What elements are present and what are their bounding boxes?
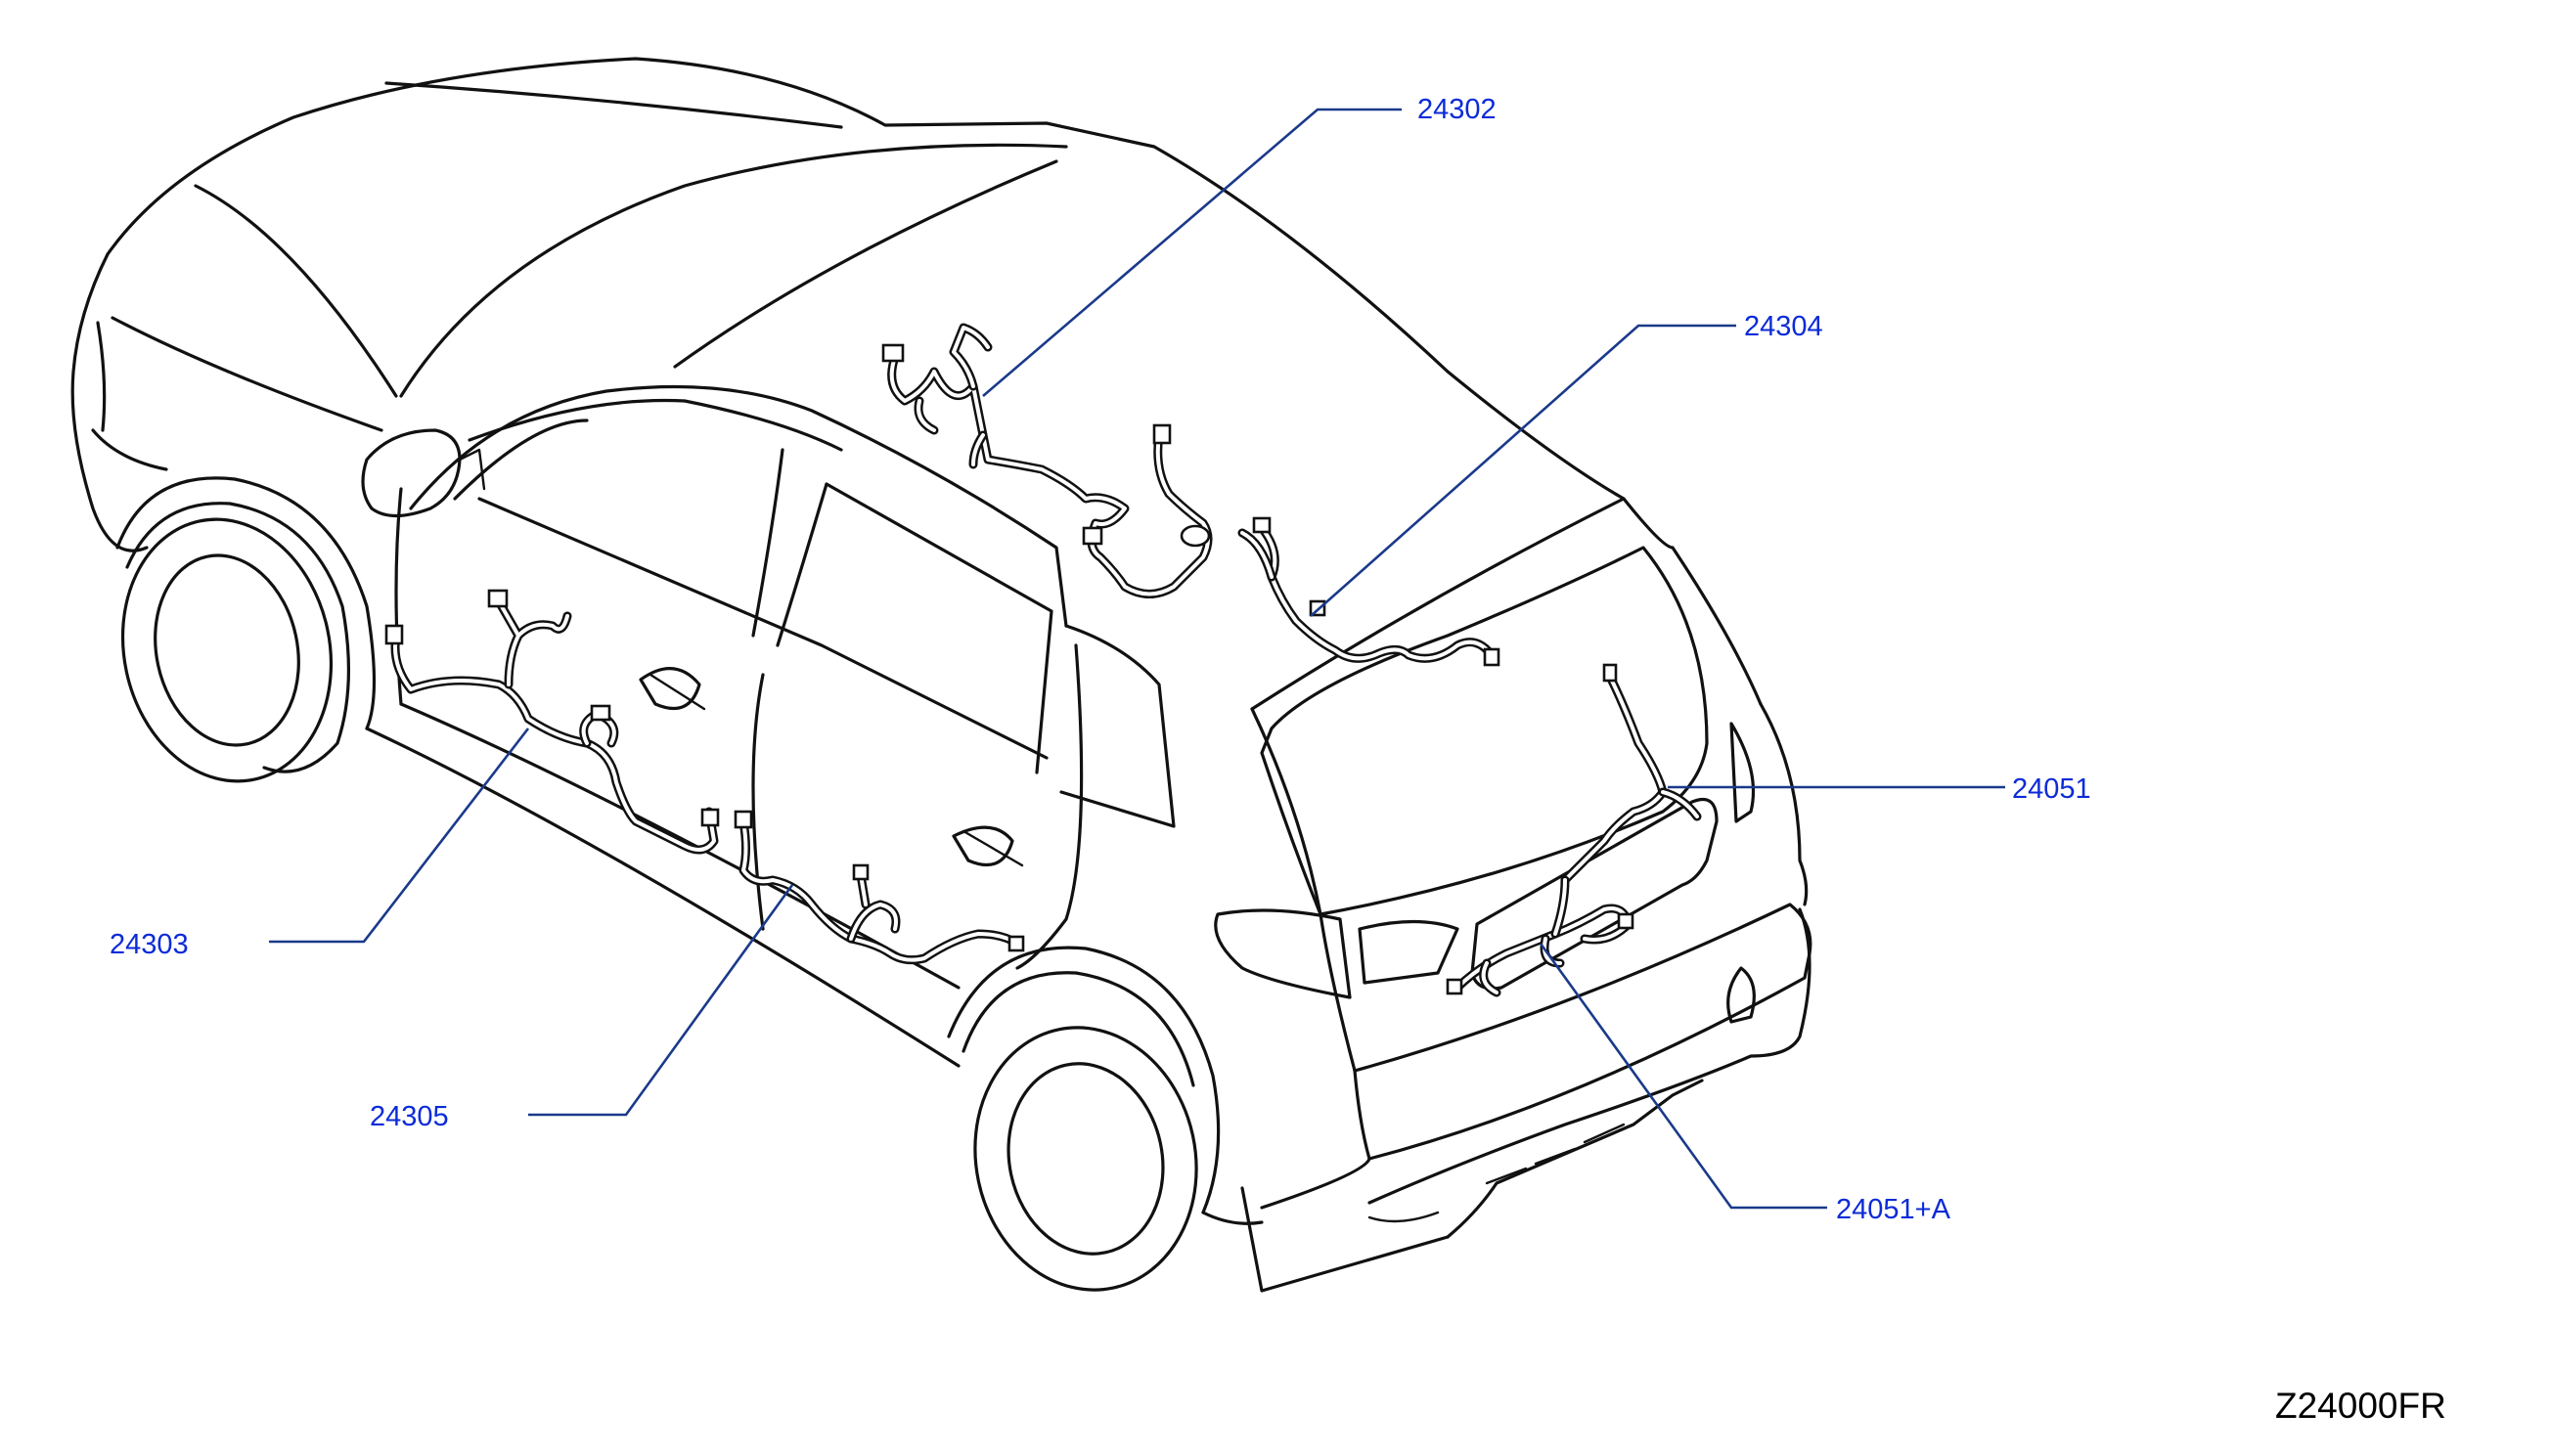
callout-24051-a: 24051+A — [1836, 1194, 1950, 1225]
harness-24305 — [734, 810, 1025, 965]
harness-24302 — [881, 323, 1213, 598]
leader-24303 — [269, 728, 530, 944]
leader-lines — [269, 108, 2005, 1210]
leader-24305 — [528, 884, 794, 1117]
callout-24304: 24304 — [1744, 311, 1823, 342]
leader-24304 — [1310, 324, 1736, 617]
leader-24302 — [982, 108, 1402, 397]
callout-24305: 24305 — [370, 1101, 449, 1132]
harness-24051-a — [1446, 875, 1634, 997]
callout-24303: 24303 — [110, 929, 189, 960]
callout-24051: 24051 — [2012, 773, 2091, 805]
harness-24303 — [384, 589, 720, 855]
vehicle-body-outline — [70, 57, 1812, 1293]
harness-24304 — [1237, 516, 1500, 667]
callout-24302: 24302 — [1417, 94, 1497, 125]
harness-24302-connector — [881, 343, 905, 363]
diagram-id: Z24000FR — [2275, 1386, 2446, 1426]
harness-24051 — [1560, 663, 1702, 885]
leader-24051-a — [1539, 943, 1827, 1210]
